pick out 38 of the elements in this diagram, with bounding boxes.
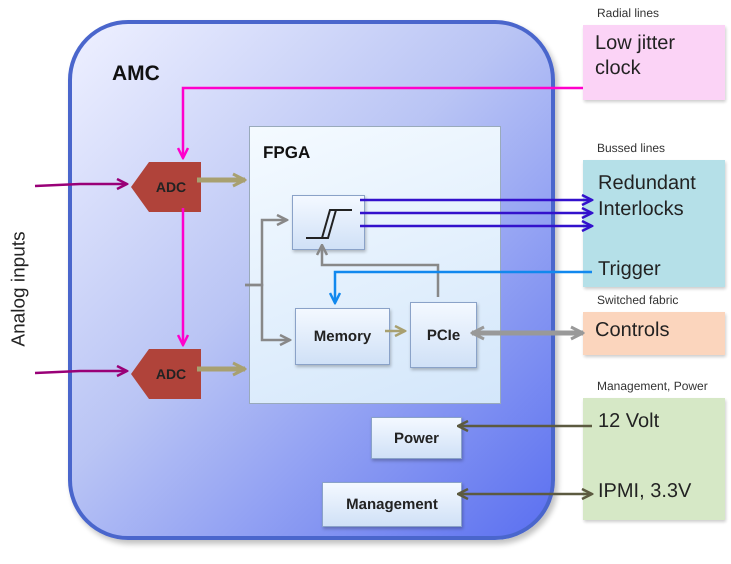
arrow [385, 324, 406, 338]
block-title: FPGA [263, 143, 310, 163]
interface-heading: Switched fabric [597, 293, 678, 307]
interface-heading: Bussed lines [597, 141, 666, 155]
arrow [360, 220, 594, 232]
interface-label: Low jitter clock [595, 31, 676, 81]
signal-label: Trigger [597, 257, 662, 282]
signal-label: 12 Volt [597, 409, 660, 434]
fpga-block [249, 126, 501, 404]
arrow [197, 362, 246, 376]
process-box: Power [371, 417, 462, 459]
arrow [176, 86, 583, 160]
adc-pentagon: ADC [131, 162, 201, 212]
arrow [176, 208, 190, 346]
interface-heading: Management, Power [597, 379, 708, 393]
arrow [470, 326, 584, 340]
arrow [456, 420, 592, 432]
module-title: AMC [112, 62, 160, 86]
side-label: Analog inputs [8, 231, 31, 347]
process-box: Memory [295, 308, 390, 365]
process-box: PCIe [410, 302, 477, 368]
arrow [34, 178, 128, 190]
arrow [34, 364, 128, 378]
arrow [328, 270, 592, 304]
comparator-block [292, 195, 365, 250]
signal-label: IPMI, 3.3V [597, 479, 692, 504]
signal-label: Redundant Interlocks [597, 171, 697, 222]
arrow [360, 206, 594, 220]
arrow [316, 244, 440, 297]
interface-heading: Radial lines [597, 6, 660, 20]
arrow [360, 194, 594, 206]
interface-label: Controls [595, 318, 670, 343]
process-box: Management [322, 482, 462, 527]
adc-pentagon: ADC [131, 349, 201, 399]
arrow [456, 488, 594, 500]
module-panel [68, 20, 555, 540]
arrow [245, 284, 292, 346]
arrow [197, 172, 246, 188]
